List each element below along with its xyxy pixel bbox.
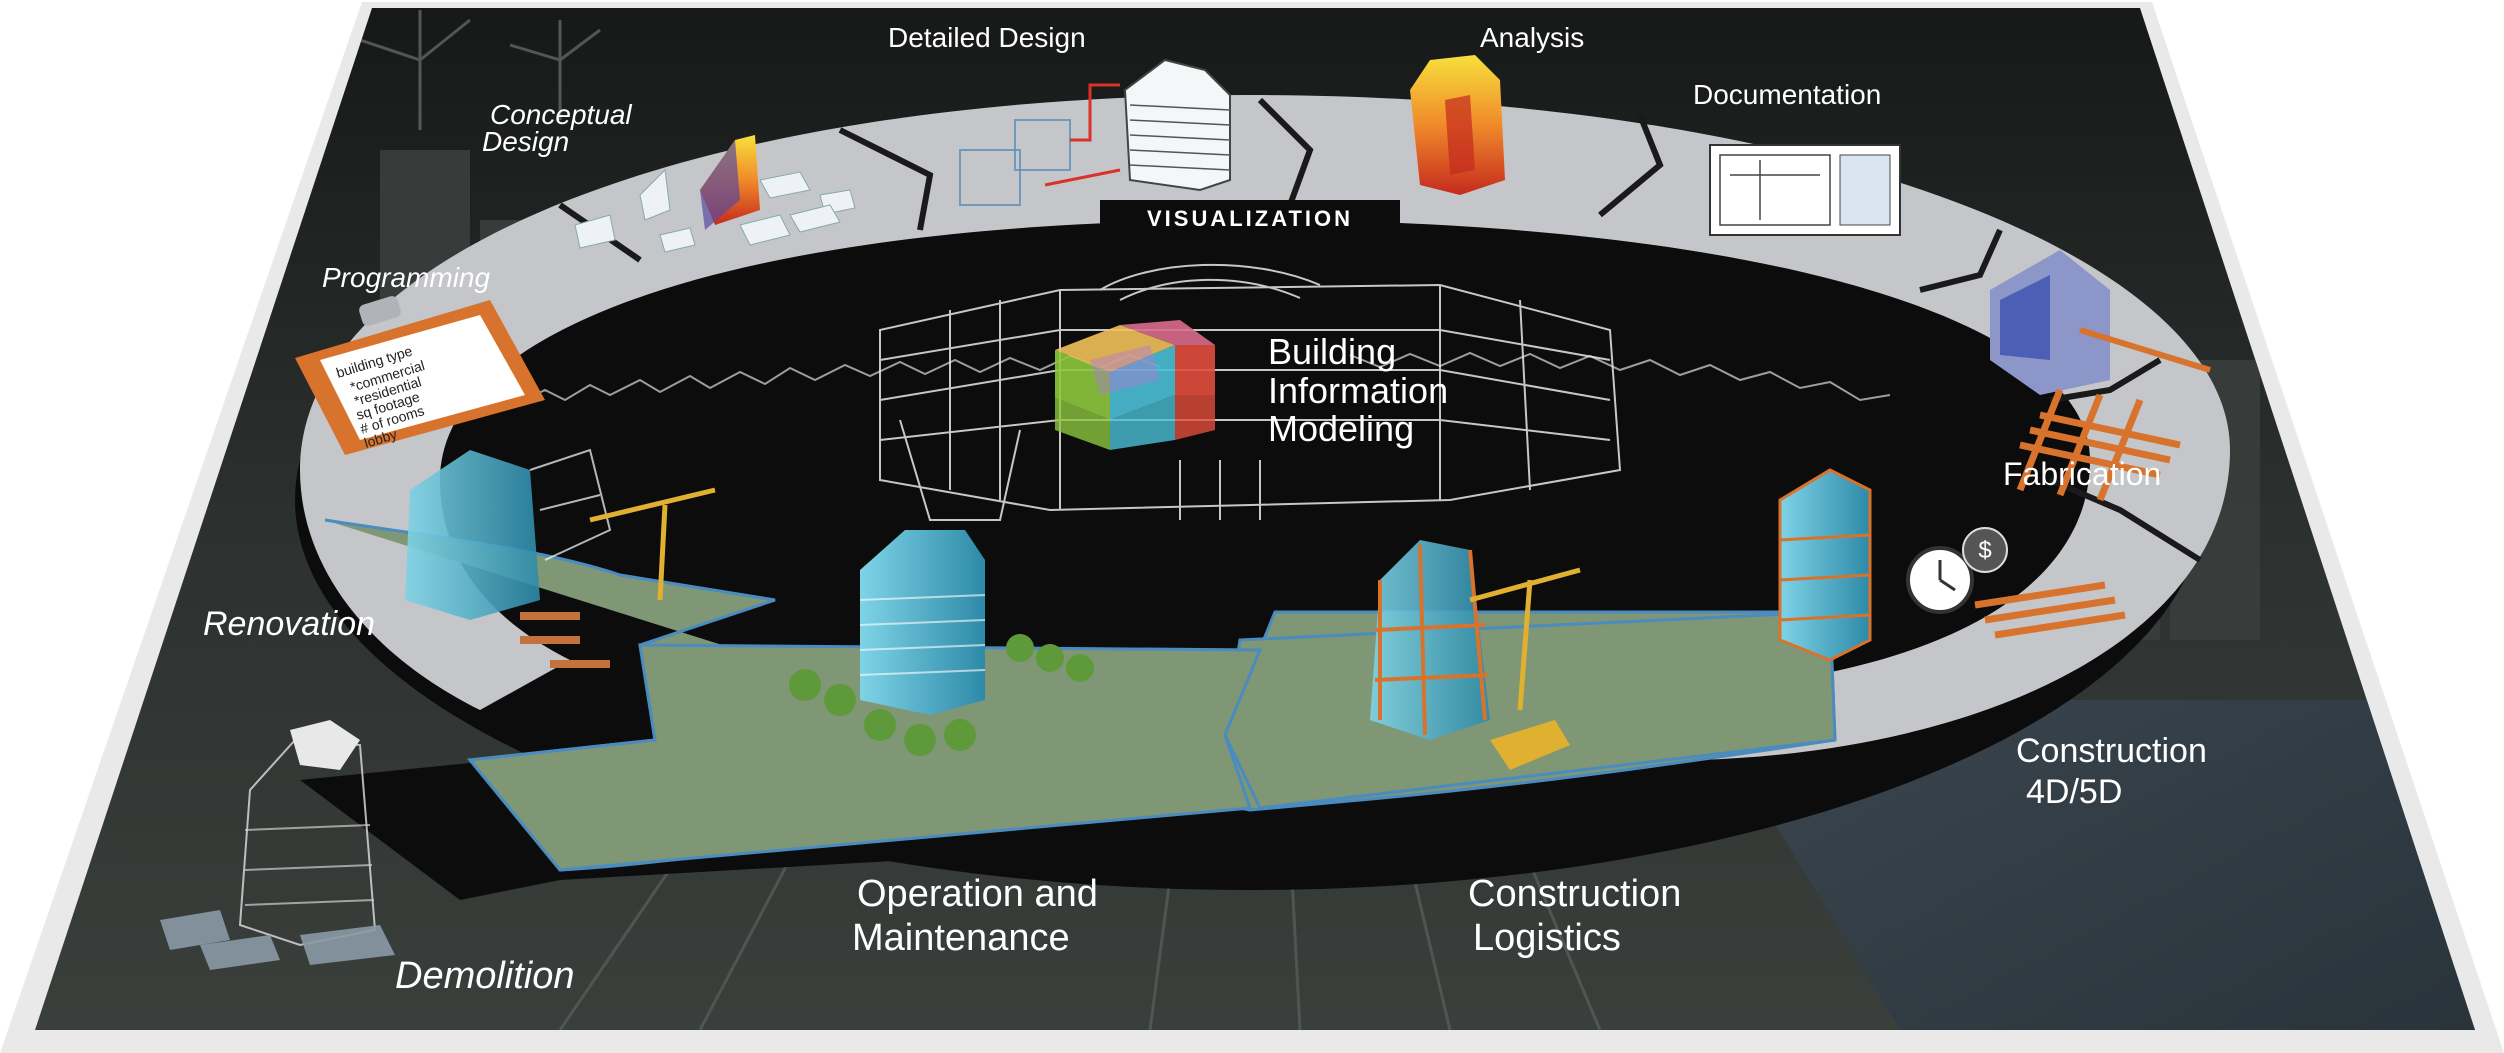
bim-cube-logo xyxy=(1055,320,1215,450)
label-demolition: Demolition xyxy=(395,955,575,997)
label-logistics-line-2: Logistics xyxy=(1473,917,1621,959)
center-title-line-3: Modeling xyxy=(1268,408,1414,449)
construction-logistics-icon xyxy=(1370,540,1581,770)
label-analysis: Analysis xyxy=(1480,22,1584,53)
operation-maintenance-building-icon xyxy=(789,530,1094,756)
label-operation-line-1: Operation and xyxy=(857,873,1098,915)
fabrication-machine-icon xyxy=(1990,250,2211,502)
label-construction-4d5d-line-2: 4D/5D xyxy=(2026,773,2122,811)
label-renovation: Renovation xyxy=(203,605,375,643)
label-logistics-line-1: Construction xyxy=(1468,873,1681,915)
renovation-building-icon xyxy=(405,448,716,668)
documentation-drawing-icon xyxy=(1709,144,1901,236)
programming-clipboard-icon: building type *commercial *residential s… xyxy=(295,296,545,455)
label-conceptual-design-line-1: Conceptual xyxy=(490,99,632,130)
analysis-model-icon xyxy=(1410,55,1505,195)
center-title: Building Information Modeling xyxy=(1268,331,1448,449)
conceptual-design-model-icon xyxy=(574,135,856,253)
stage-labels: Detailed Design Analysis Documentation C… xyxy=(203,22,2207,997)
detailed-design-model-icon xyxy=(959,58,1231,206)
label-programming: Programming xyxy=(322,262,490,293)
demolition-building-icon xyxy=(160,720,395,970)
dollar-icon: $ xyxy=(1978,537,1991,564)
visualization-label: VISUALIZATION xyxy=(1147,206,1353,231)
center-title-line-1: Building xyxy=(1268,331,1396,372)
construction-4d5d-icon: $ xyxy=(1778,468,2126,662)
label-construction-4d5d-line-1: Construction xyxy=(2016,732,2207,770)
label-operation-line-2: Maintenance xyxy=(852,917,1070,959)
label-fabrication: Fabrication xyxy=(2003,456,2161,492)
green-ring-section xyxy=(324,518,1837,872)
label-documentation: Documentation xyxy=(1693,79,1881,110)
label-conceptual-design-line-2: Design xyxy=(482,126,569,157)
center-title-line-2: Information xyxy=(1268,370,1448,411)
label-detailed-design: Detailed Design xyxy=(888,22,1086,53)
